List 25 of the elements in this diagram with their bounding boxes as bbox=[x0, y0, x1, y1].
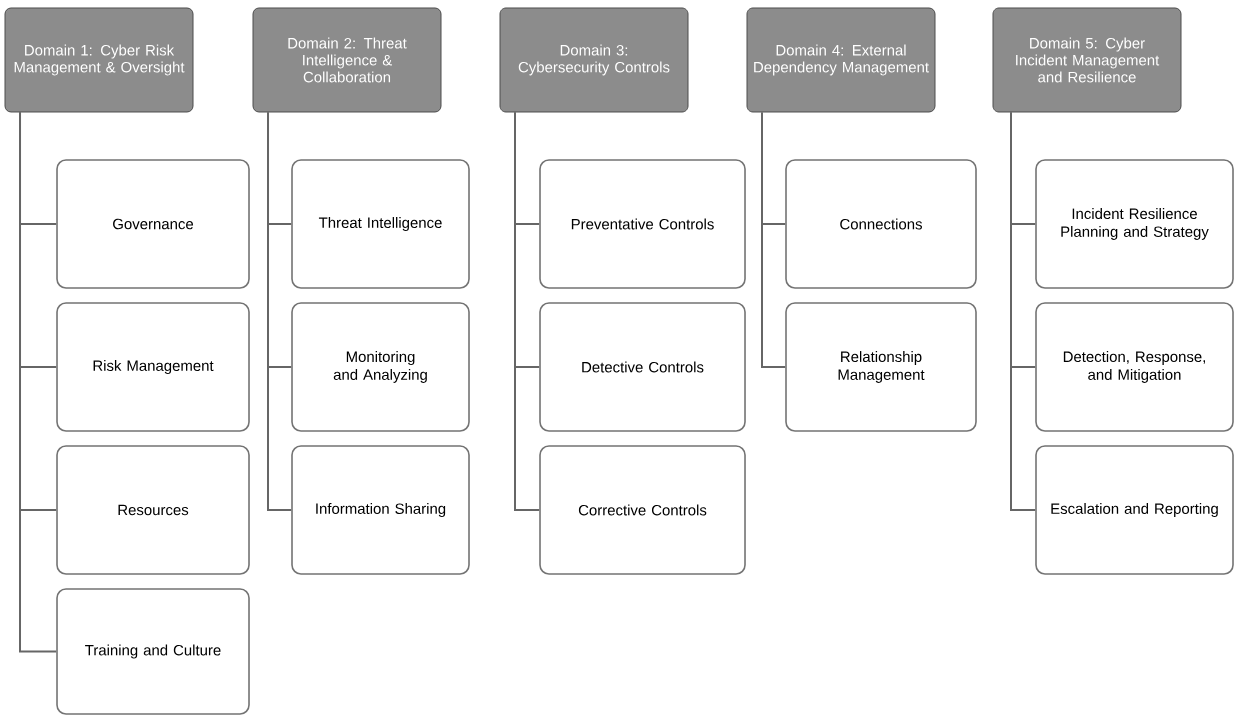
subdomain-box: Preventative Controls bbox=[539, 159, 746, 289]
subdomain-box: Monitoring and Analyzing bbox=[291, 302, 470, 432]
connector-line bbox=[267, 111, 293, 511]
subdomain-box: Escalation and Reporting bbox=[1035, 445, 1234, 575]
subdomain-box: Detection, Response, and Mitigation bbox=[1035, 302, 1234, 432]
subdomain-box: Risk Management bbox=[56, 302, 250, 432]
domain-header-box: Domain 4: External Dependency Management bbox=[746, 7, 936, 113]
domain-header-box: Domain 3: Cybersecurity Controls bbox=[499, 7, 689, 113]
subdomain-box: Incident Resilience Planning and Strategy bbox=[1035, 159, 1234, 289]
connector-line bbox=[761, 111, 787, 368]
subdomain-box: Detective Controls bbox=[539, 302, 746, 432]
domain-header-box: Domain 5: Cyber Incident Management and Resilience bbox=[992, 7, 1182, 113]
domain-header-box: Domain 2: Threat Intelligence & Collaboration bbox=[252, 7, 442, 113]
subdomain-box: Training and Culture bbox=[56, 588, 250, 715]
connector-line bbox=[514, 111, 541, 511]
domain-header-box: Domain 1: Cyber Risk Management & Oversight bbox=[4, 7, 194, 113]
subdomain-box: Governance bbox=[56, 159, 250, 289]
connector-line bbox=[19, 111, 58, 653]
subdomain-box: Relationship Management bbox=[785, 302, 977, 432]
subdomain-box: Information Sharing bbox=[291, 445, 470, 575]
subdomain-box: Threat Intelligence bbox=[291, 159, 470, 289]
subdomain-box: Resources bbox=[56, 445, 250, 575]
subdomain-box: Connections bbox=[785, 159, 977, 289]
connector-line bbox=[1010, 111, 1037, 511]
subdomain-box: Corrective Controls bbox=[539, 445, 746, 575]
